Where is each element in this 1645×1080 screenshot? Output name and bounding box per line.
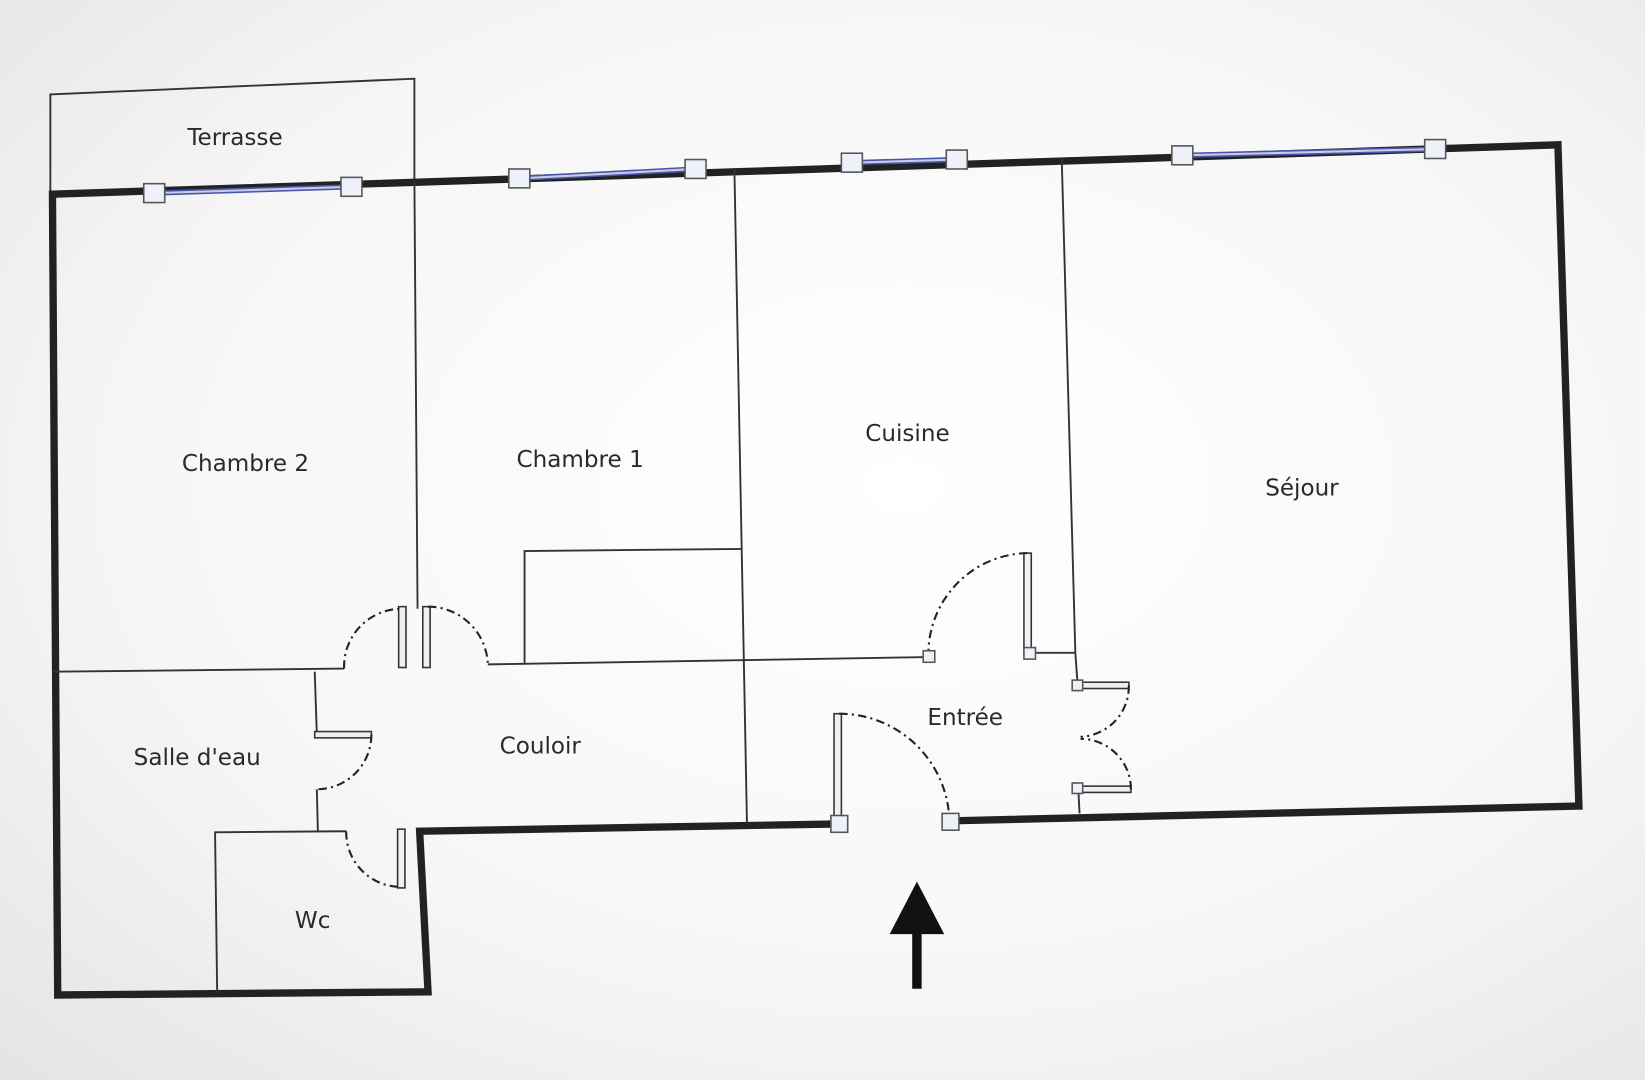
windows [142,138,1447,204]
interior-walls [52,157,1081,992]
room-label-salle-eau: Salle d'eau [134,745,261,771]
room-label-chambre-2: Chambre 2 [182,451,309,477]
outer-wall [48,141,1583,999]
room-label-couloir: Couloir [500,734,582,760]
doors [313,552,1132,889]
room-label-entree: Entrée [927,705,1003,731]
room-label-chambre-1: Chambre 1 [517,447,644,473]
room-label-sejour: Séjour [1265,475,1339,501]
room-label-terrasse: Terrasse [186,125,282,151]
room-label-cuisine: Cuisine [865,421,949,447]
terrasse-outline [49,77,416,195]
entrance-arrow-icon [889,881,945,989]
room-label-wc: Wc [295,908,331,934]
